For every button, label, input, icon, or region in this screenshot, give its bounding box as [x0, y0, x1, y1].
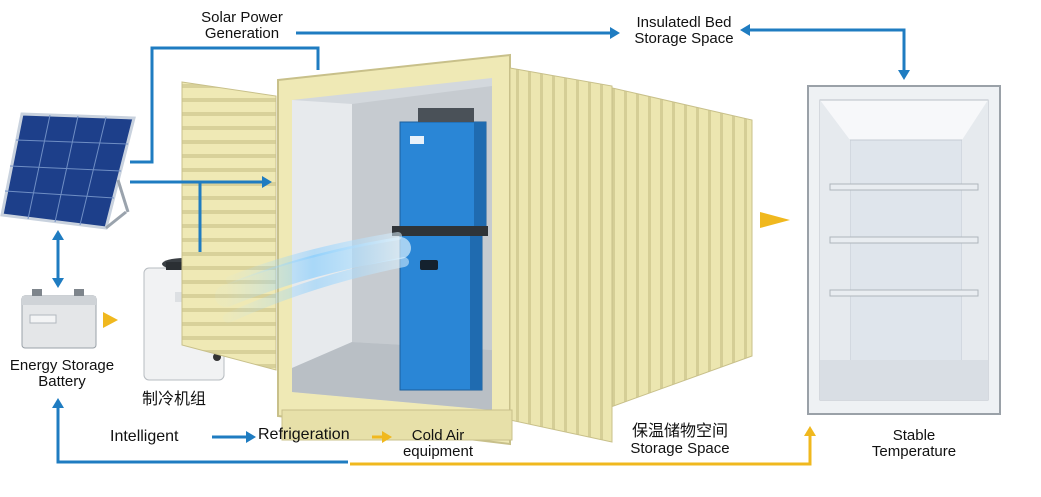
insulated-label-line2: Storage Space — [620, 31, 748, 47]
cold-air-label-line2: equipment — [390, 444, 486, 460]
solar-panel-icon — [2, 114, 134, 228]
battery-label-line1: Energy Storage — [0, 358, 124, 374]
energy-storage-label: Energy Storage Battery — [0, 358, 124, 390]
solar-label-line1: Solar Power — [184, 10, 300, 26]
solar-label-line2: Generation — [184, 26, 300, 42]
cold-air-equipment-label: Cold Air equipment — [390, 428, 486, 460]
insulated-storage-cabinet-icon — [808, 86, 1000, 414]
storage-space-label: 保温储物空间 Storage Space — [614, 424, 746, 457]
insulated-bed-label: Insulatedl Bed Storage Space — [620, 15, 748, 47]
refrigeration-label: Refrigeration — [258, 427, 350, 444]
storage-en-label: Storage Space — [614, 441, 746, 457]
stable-temperature-label: Stable Temperature — [852, 428, 976, 460]
insulated-label-line1: Insulatedl Bed — [620, 15, 748, 31]
intelligent-label: Intelligent — [110, 429, 179, 446]
storage-cn-label: 保温储物空间 — [614, 424, 746, 441]
refrigeration-unit-cn-label: 制冷机组 — [142, 392, 206, 409]
battery-label-line2: Battery — [0, 374, 124, 390]
solar-power-label: Solar Power Generation — [184, 10, 300, 42]
battery-icon — [22, 289, 96, 348]
stable-label-line1: Stable — [852, 428, 976, 444]
stable-label-line2: Temperature — [852, 444, 976, 460]
cold-air-label-line1: Cold Air — [390, 428, 486, 444]
